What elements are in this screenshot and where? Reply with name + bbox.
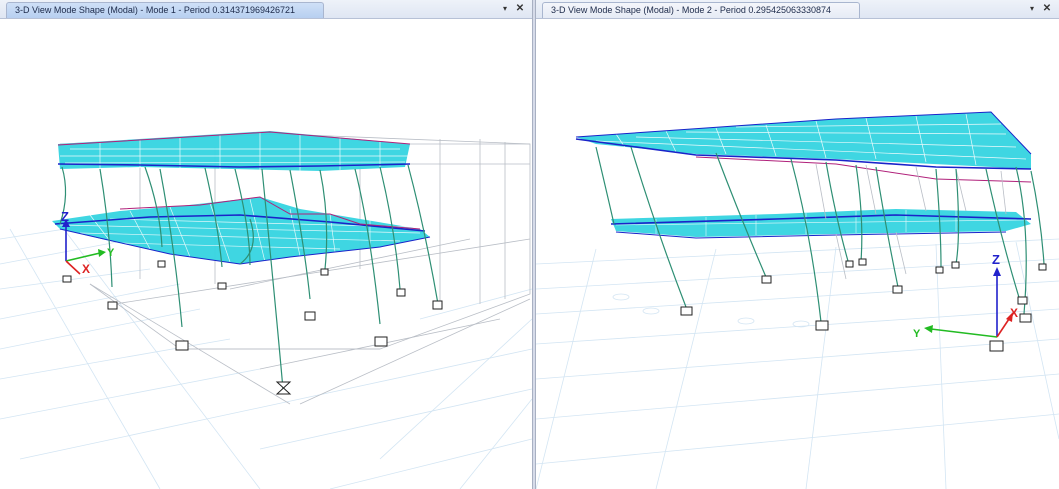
axis-triad-icon: Z Y X [913,252,1018,340]
dropdown-arrow-icon[interactable]: ▾ [1029,4,1034,13]
upper-slab [57,131,411,171]
axis-triad-icon: Z Y X [61,209,115,276]
support-icons [680,258,1047,352]
mode1-3d-canvas[interactable]: Z Y X [0,19,532,489]
close-x-icon[interactable]: ✕ [1042,3,1052,14]
close-x-icon[interactable]: ✕ [515,3,525,14]
axis-z-label: Z [61,209,69,224]
lower-slab [610,209,1032,239]
axis-x-label: X [1010,306,1018,320]
ground-grid [0,218,532,489]
view-titlebar: 3-D View Mode Shape (Modal) - Mode 2 - P… [536,0,1059,19]
columns [59,164,439,390]
pane-splitter[interactable] [532,0,536,489]
ground-grid [536,238,1059,489]
mode2-3d-canvas[interactable]: Z Y X [536,19,1059,489]
upper-slab [575,111,1032,183]
view-tab-mode2[interactable]: 3-D View Mode Shape (Modal) - Mode 2 - P… [542,2,860,18]
undeformed-frame [815,163,1007,280]
support-icons [62,260,443,395]
dropdown-arrow-icon[interactable]: ▾ [502,4,507,13]
axis-z-label: Z [992,252,1000,267]
view-tab-mode1[interactable]: 3-D View Mode Shape (Modal) - Mode 1 - P… [6,2,324,18]
mode1-view-pane[interactable]: 3-D View Mode Shape (Modal) - Mode 1 - P… [0,0,532,489]
view-titlebar: 3-D View Mode Shape (Modal) - Mode 1 - P… [0,0,532,19]
axis-y-label: Y [107,247,115,259]
mode2-view-pane[interactable]: 3-D View Mode Shape (Modal) - Mode 2 - P… [536,0,1059,489]
axis-y-label: Y [913,328,921,340]
columns [595,146,1045,323]
undeformed-frame [59,133,531,405]
axis-x-label: X [82,262,90,276]
lower-slab [52,196,431,265]
